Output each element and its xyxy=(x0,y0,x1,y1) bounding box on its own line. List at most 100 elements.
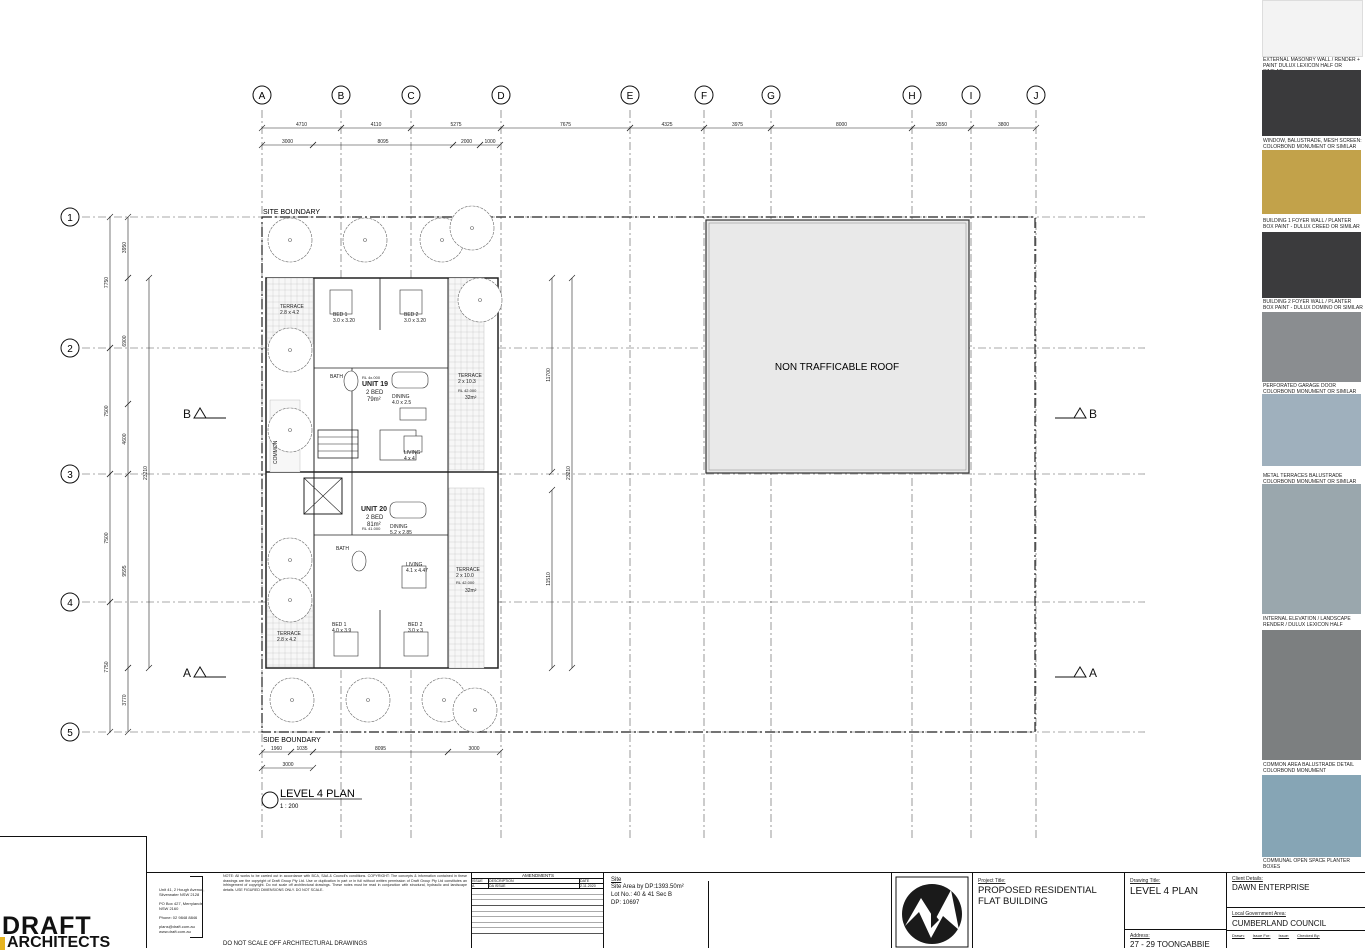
north-block xyxy=(891,872,973,948)
svg-text:3000: 3000 xyxy=(282,139,293,145)
grid-row-5: 5 xyxy=(60,722,80,742)
address-line2: Silverwater NSW 2128 xyxy=(159,892,200,897)
section-a-right: A xyxy=(1089,666,1097,680)
svg-text:3770: 3770 xyxy=(122,694,128,705)
project-label: Project Title: xyxy=(978,878,1006,884)
svg-text:7500: 7500 xyxy=(104,532,110,543)
svg-text:9595: 9595 xyxy=(122,565,128,576)
unit-20-name: UNIT 20 xyxy=(361,506,387,513)
status-row: Drawn: Issue For: Issue: Checked By: xyxy=(1232,933,1320,938)
svg-text:7750: 7750 xyxy=(104,661,110,672)
left-sub-dim-2: 4600 xyxy=(122,400,132,478)
room-labels: UNIT 19 2 BED 79m² UNIT 20 2 BED 81m² TE… xyxy=(273,304,483,643)
dining-u19-label: DINING xyxy=(392,394,410,400)
furniture xyxy=(329,289,429,657)
terrace-2-label: TERRACE xyxy=(458,373,483,379)
svg-text:5275: 5275 xyxy=(450,122,461,128)
bath-u20-label: BATH xyxy=(336,546,349,552)
svg-text:4710: 4710 xyxy=(296,122,307,128)
left-sub-dim-1: 6900 xyxy=(122,274,132,408)
material-caption-8: COMMUNAL OPEN SPACE PLANTER BOXES xyxy=(1263,858,1350,870)
amend-h-desc: DESCRIPTION xyxy=(489,879,580,883)
amendments-title: AMENDMENTS xyxy=(472,873,604,879)
material-caption-6: INTERNAL ELEVATION / LANDSCAPE RENDER / … xyxy=(1263,616,1351,628)
site-label: Site xyxy=(611,877,622,883)
svg-text:6900: 6900 xyxy=(122,335,128,346)
notes: NOTE: All works to be carried out in acc… xyxy=(223,874,467,892)
bed2-u19-size: 3.0 x 3.20 xyxy=(404,318,426,324)
bottom-dim-2: 8095 xyxy=(309,746,452,756)
terrace-2-size: 2 x 10.3 xyxy=(458,379,476,385)
left-sub-dim-4: 3770 xyxy=(122,664,132,736)
rl-2: RL 42.000 xyxy=(458,388,477,393)
svg-text:4600: 4600 xyxy=(122,433,128,444)
site-boundary xyxy=(261,216,1036,733)
address-value: 27 - 29 TOONGABBIE xyxy=(1130,940,1210,949)
svg-text:3950: 3950 xyxy=(122,242,128,253)
contact-block: Unit 41, 2 Hough Avenue, Silverwater NSW… xyxy=(146,872,471,948)
svg-text:I: I xyxy=(970,91,973,102)
svg-text:8095: 8095 xyxy=(377,139,388,145)
living-u19-label: LIVING xyxy=(404,450,421,456)
roof-area xyxy=(705,219,970,474)
svg-text:5: 5 xyxy=(67,728,73,739)
top-dim-4: 4325 xyxy=(626,122,708,132)
svg-text:C: C xyxy=(407,91,414,102)
grid-col-B: B xyxy=(331,85,351,105)
terrace-1-label: TERRACE xyxy=(280,304,305,310)
tree-icon xyxy=(457,277,503,323)
bed2-u20-size: 3.0 x 3 xyxy=(408,628,423,634)
material-swatch-2 xyxy=(1262,150,1361,214)
material-caption-3: BUILDING 2 FOYER WALL / PLANTER BOX PAIN… xyxy=(1263,299,1363,311)
issue-for-label: Issue For: xyxy=(1252,933,1271,938)
email-link[interactable]: plans@draft.com.au xyxy=(159,924,195,929)
phone: Phone: 02 9848 8846 xyxy=(159,915,198,920)
svg-text:23210: 23210 xyxy=(143,466,149,480)
svg-text:D: D xyxy=(497,91,504,102)
svg-text:4: 4 xyxy=(67,598,73,609)
amend-h-date: DATE xyxy=(580,879,590,883)
grid-col-H: H xyxy=(902,85,922,105)
svg-text:11510: 11510 xyxy=(546,572,552,586)
grid-row-2: 2 xyxy=(60,338,80,358)
living-u20-size: 4.1 x 4.47 xyxy=(406,568,428,574)
drawing-title-tb: LEVEL 4 PLAN xyxy=(1130,886,1199,897)
amend-header-row: ISSUE DESCRIPTION DATE xyxy=(472,879,604,884)
svg-text:3: 3 xyxy=(67,470,73,481)
grid-col-G: G xyxy=(761,85,781,105)
grid-row-4: 4 xyxy=(60,592,80,612)
grid-row-3: 3 xyxy=(60,464,80,484)
web-link[interactable]: www.draft.com.au xyxy=(159,929,191,934)
council-label: Local Government Area: xyxy=(1232,911,1286,917)
logo-box xyxy=(0,836,147,948)
svg-text:3000: 3000 xyxy=(468,746,479,752)
material-swatch-8 xyxy=(1262,775,1361,857)
top-dim-2: 5275 xyxy=(407,122,505,132)
material-caption-1: WINDOW, BALUSTRADE, MESH SCREEN: COLORBO… xyxy=(1263,138,1362,150)
grid-col-C: C xyxy=(401,85,421,105)
tree-icon xyxy=(452,687,498,733)
council-divider xyxy=(1227,930,1365,931)
material-swatch-6 xyxy=(1262,484,1361,614)
site-block: Site Site Area by DP:1393.50m² Lot No.: … xyxy=(603,872,892,948)
grid-row-1: 1 xyxy=(60,207,80,227)
client-value: DAWN ENTERPRISE xyxy=(1232,883,1310,892)
po-line2: NSW 2160 xyxy=(159,906,179,911)
svg-text:1035: 1035 xyxy=(296,746,307,752)
roof-inner xyxy=(708,222,967,471)
logo-main: DRAFT xyxy=(2,912,92,940)
client-label: Client Details: xyxy=(1232,876,1263,882)
left-sub-dim-3: 9595 xyxy=(122,470,132,672)
grid-col-F: F xyxy=(694,85,714,105)
bottom-dim-0: 1960 xyxy=(258,746,295,756)
material-swatch-0 xyxy=(1262,0,1363,57)
svg-text:11700: 11700 xyxy=(546,368,552,382)
unit-20-area: 81m² xyxy=(367,522,381,528)
grid-col-J: J xyxy=(1026,85,1046,105)
top-dim-8: 3800 xyxy=(967,122,1040,132)
project-block: Project Title: PROPOSED RESIDENTIAL FLAT… xyxy=(972,872,1125,948)
terrace-3-area: 32m² xyxy=(465,588,477,594)
svg-text:1: 1 xyxy=(67,213,73,224)
